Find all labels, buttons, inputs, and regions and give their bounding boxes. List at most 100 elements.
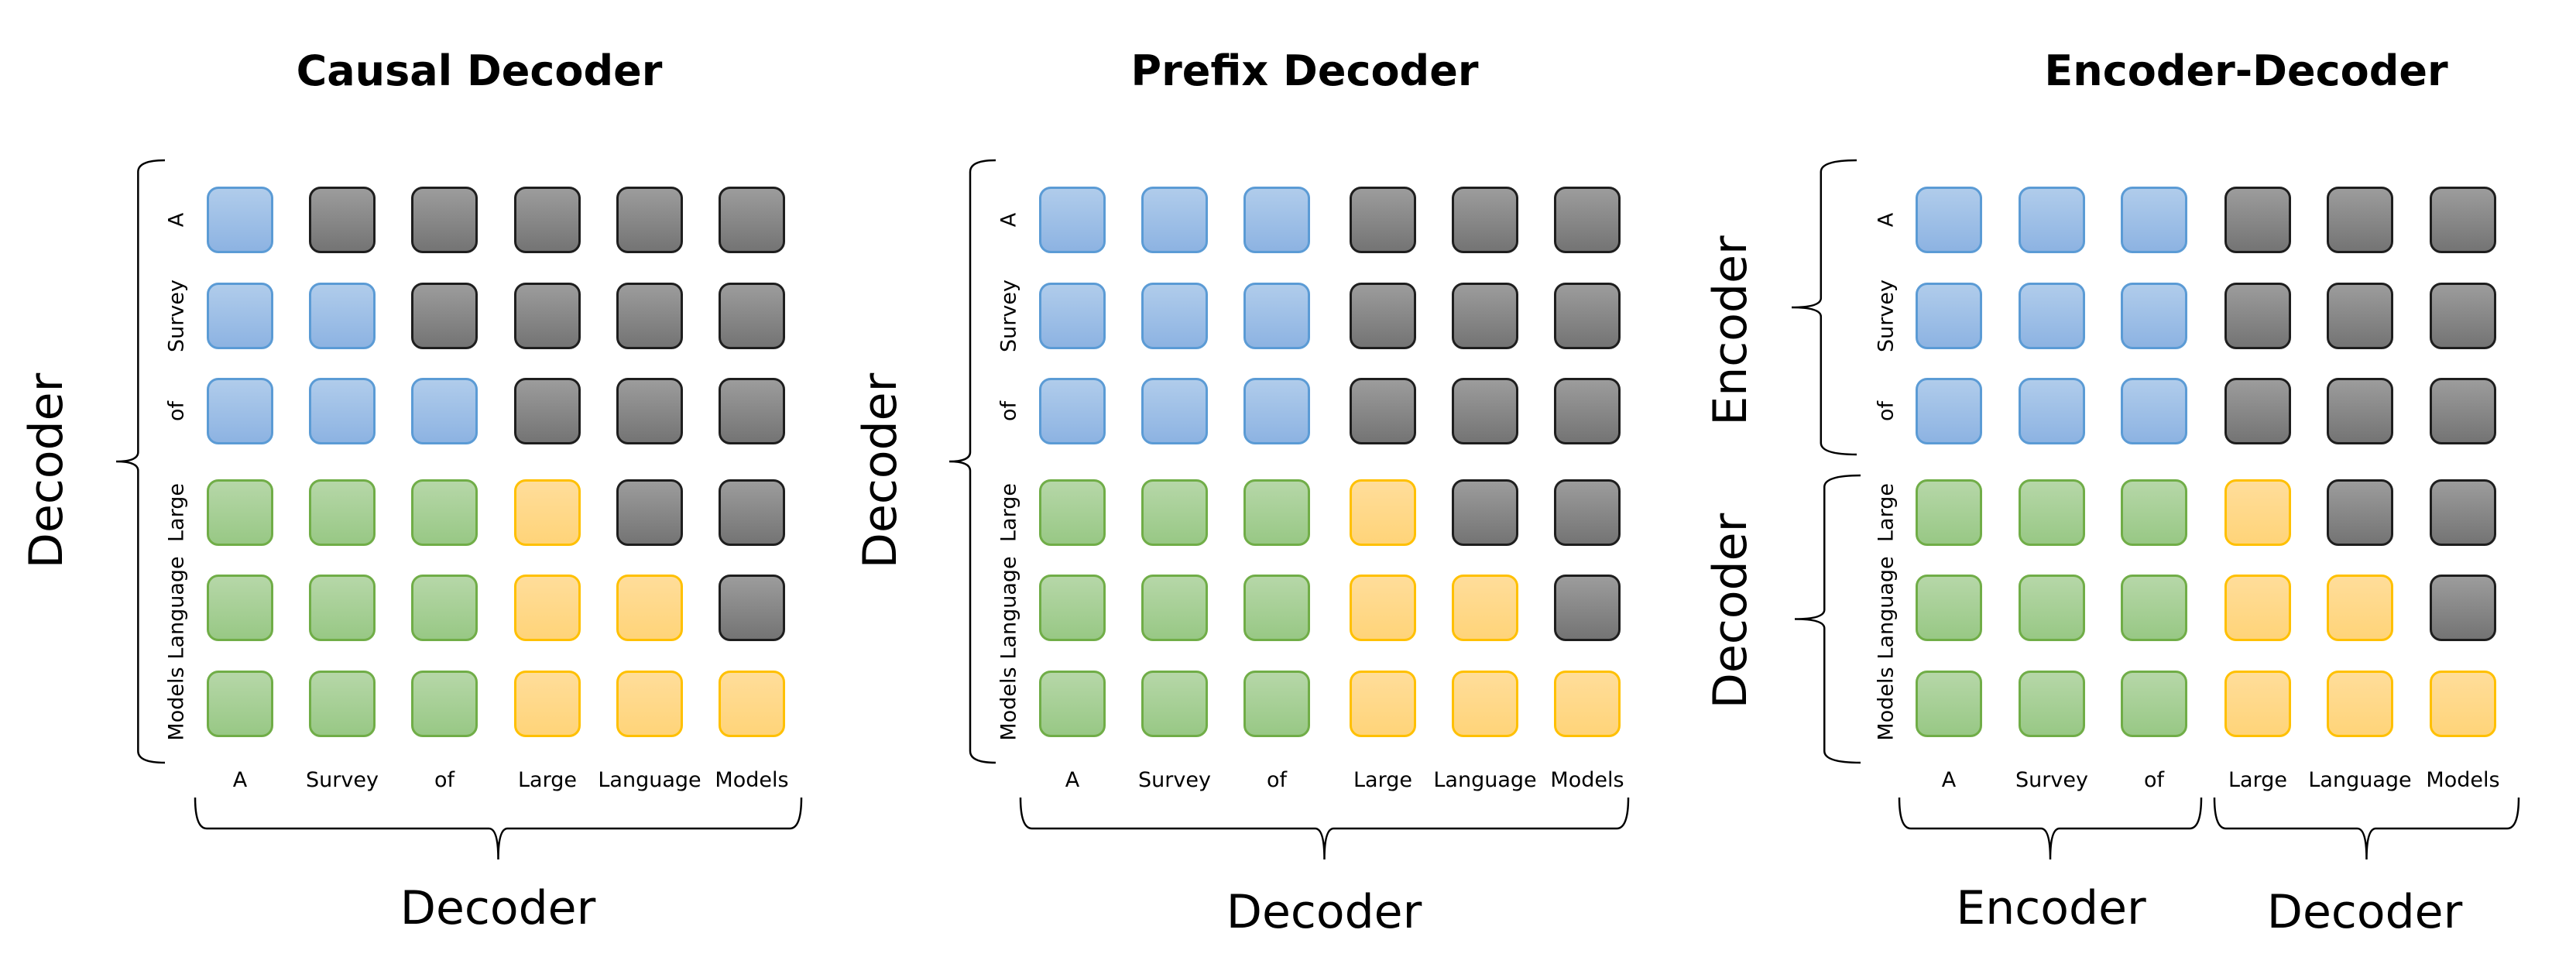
- column-token-label: Large: [1353, 768, 1412, 792]
- mask-cell-gray: [2327, 378, 2393, 444]
- row-group-brace: [115, 159, 166, 764]
- mask-cell-gray: [2224, 283, 2291, 349]
- mask-cell-gray: [719, 378, 785, 444]
- mask-cell-blue: [411, 378, 478, 444]
- mask-cell-green: [1916, 671, 1982, 737]
- mask-cell-green: [2019, 479, 2085, 546]
- mask-cell-blue: [1243, 283, 1310, 349]
- column-group-label: Decoder: [1226, 885, 1422, 939]
- row-token-label: A: [996, 212, 1021, 228]
- row-token-label: Large: [164, 483, 189, 542]
- column-group-brace: [194, 797, 803, 860]
- mask-cell-blue: [2019, 378, 2085, 444]
- mask-cell-yellow: [1350, 575, 1416, 641]
- row-token-label: Models: [164, 667, 189, 741]
- row-token-label: Language: [996, 556, 1021, 660]
- mask-cell-gray: [411, 187, 478, 253]
- mask-cell-yellow: [1350, 671, 1416, 737]
- mask-cell-yellow: [2224, 575, 2291, 641]
- mask-cell-blue: [1243, 378, 1310, 444]
- column-token-label: of: [2143, 768, 2165, 792]
- row-token-label: Survey: [1874, 280, 1899, 352]
- mask-cell-gray: [514, 187, 581, 253]
- mask-cell-gray: [1452, 283, 1518, 349]
- mask-cell-blue: [1039, 187, 1106, 253]
- mask-cell-gray: [1350, 283, 1416, 349]
- row-group-brace: [948, 159, 996, 764]
- mask-cell-yellow: [616, 575, 683, 641]
- mask-cell-gray: [1554, 378, 1621, 444]
- row-token-label: Survey: [164, 280, 189, 352]
- mask-cell-green: [1039, 671, 1106, 737]
- column-token-label: Language: [2308, 768, 2412, 792]
- mask-cell-green: [411, 575, 478, 641]
- mask-cell-yellow: [2327, 575, 2393, 641]
- mask-cell-yellow: [2224, 671, 2291, 737]
- mask-cell-gray: [616, 283, 683, 349]
- mask-cell-green: [2019, 575, 2085, 641]
- row-group-label: Decoder: [853, 372, 907, 569]
- panel-title: Causal Decoder: [296, 46, 663, 95]
- mask-cell-blue: [1916, 378, 1982, 444]
- mask-cell-gray: [309, 187, 376, 253]
- column-token-label: A: [232, 768, 248, 792]
- mask-cell-yellow: [514, 479, 581, 546]
- column-token-label: Large: [518, 768, 577, 792]
- column-token-label: of: [1266, 768, 1288, 792]
- mask-cell-gray: [719, 575, 785, 641]
- mask-cell-gray: [411, 283, 478, 349]
- row-token-label: Language: [1874, 556, 1899, 660]
- mask-cell-gray: [2327, 283, 2393, 349]
- mask-cell-gray: [616, 187, 683, 253]
- mask-cell-green: [1141, 671, 1208, 737]
- mask-cell-gray: [719, 187, 785, 253]
- row-token-label: Large: [996, 483, 1021, 542]
- mask-cell-gray: [1452, 187, 1518, 253]
- mask-cell-green: [2121, 575, 2187, 641]
- mask-cell-green: [411, 671, 478, 737]
- column-token-label: Language: [1433, 768, 1537, 792]
- mask-cell-gray: [616, 378, 683, 444]
- row-token-label: Survey: [996, 280, 1021, 352]
- mask-cell-green: [1141, 479, 1208, 546]
- column-token-label: Models: [2426, 768, 2500, 792]
- mask-cell-gray: [2430, 575, 2496, 641]
- mask-cell-green: [2121, 479, 2187, 546]
- mask-cell-green: [1243, 671, 1310, 737]
- row-token-label: of: [996, 400, 1021, 422]
- mask-cell-yellow: [2224, 479, 2291, 546]
- mask-cell-gray: [2224, 378, 2291, 444]
- mask-cell-blue: [309, 283, 376, 349]
- mask-cell-green: [1916, 479, 1982, 546]
- row-token-label: Large: [1874, 483, 1899, 542]
- mask-cell-green: [1916, 575, 1982, 641]
- mask-cell-blue: [1039, 378, 1106, 444]
- mask-cell-gray: [2430, 378, 2496, 444]
- row-token-label: A: [1874, 212, 1899, 228]
- row-group-label: Decoder: [19, 372, 74, 569]
- mask-cell-gray: [1554, 479, 1621, 546]
- column-group-label: Encoder: [1956, 881, 2146, 935]
- column-group-brace: [1019, 797, 1630, 860]
- mask-cell-blue: [1916, 283, 1982, 349]
- mask-cell-gray: [2224, 187, 2291, 253]
- column-token-label: A: [1941, 768, 1957, 792]
- row-token-label: Language: [164, 556, 189, 660]
- mask-cell-yellow: [1452, 671, 1518, 737]
- mask-cell-blue: [309, 378, 376, 444]
- mask-cell-gray: [1350, 187, 1416, 253]
- mask-cell-gray: [1452, 479, 1518, 546]
- mask-cell-green: [207, 671, 273, 737]
- column-group-label: Decoder: [400, 881, 596, 935]
- mask-cell-blue: [207, 283, 273, 349]
- row-group-brace: [1791, 159, 1857, 456]
- column-token-label: Survey: [1138, 768, 1211, 792]
- mask-cell-blue: [2121, 283, 2187, 349]
- mask-cell-yellow: [1554, 671, 1621, 737]
- mask-cell-gray: [2327, 479, 2393, 546]
- mask-cell-blue: [2019, 283, 2085, 349]
- mask-cell-gray: [1350, 378, 1416, 444]
- row-token-label: Models: [996, 667, 1021, 741]
